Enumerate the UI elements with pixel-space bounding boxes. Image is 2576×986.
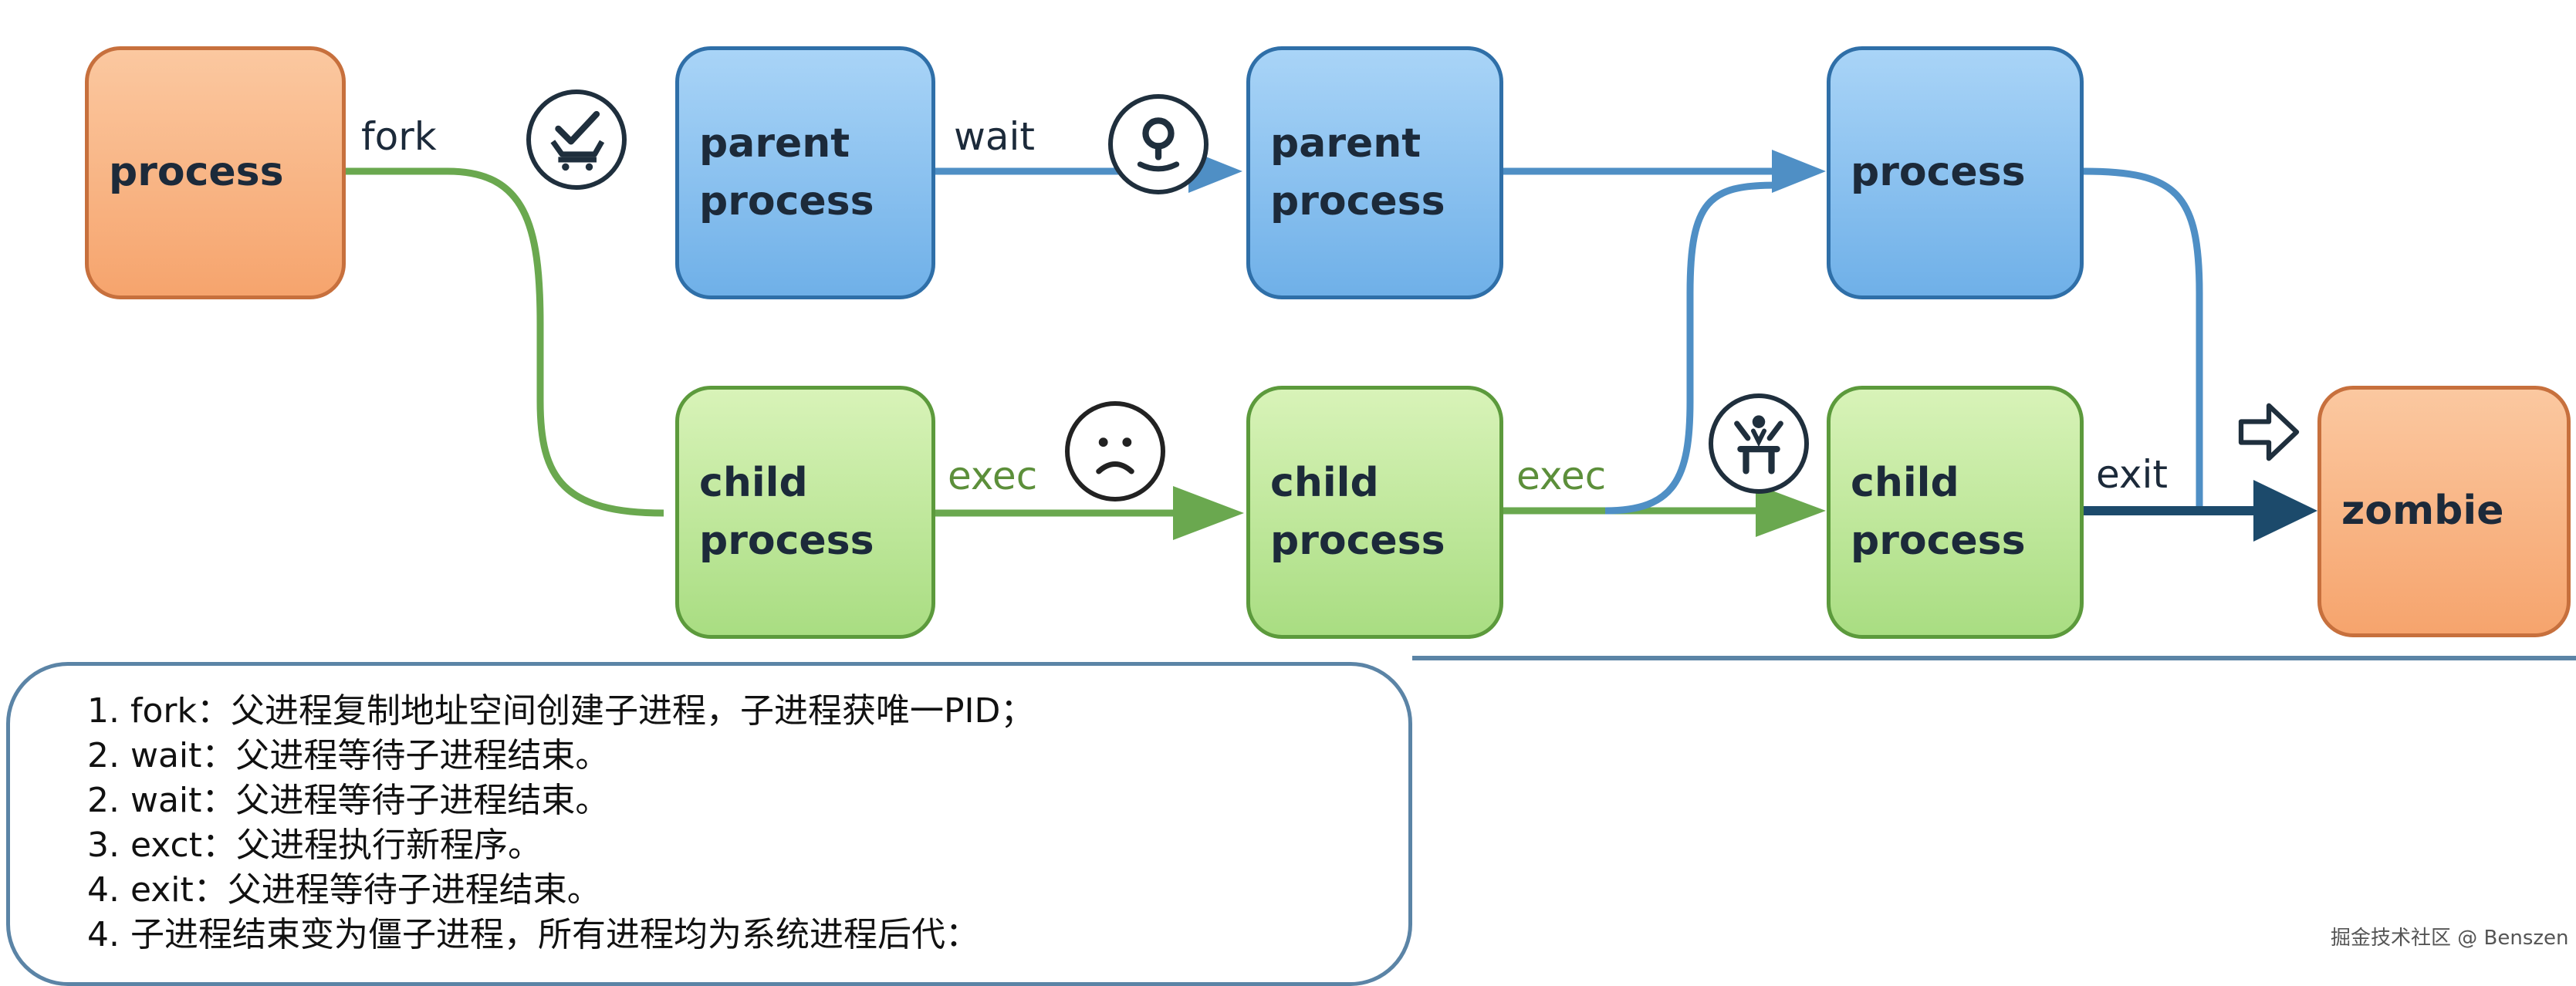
arrow-right-outline-icon <box>2234 397 2304 467</box>
watermark: 掘金技术社区 @ Benszen <box>2331 927 2569 950</box>
parent-to-process-arrowhead <box>1772 150 1826 193</box>
process-start-node: process <box>85 46 346 299</box>
waving-person-icon <box>1709 393 1809 494</box>
process-to-zombie-connector <box>2083 167 2203 509</box>
note-line-1: 1. fork：父进程复制地址空间创建子进程，子进程获唯一PID； <box>87 691 1035 731</box>
fork-label: fork <box>361 114 437 159</box>
exit-arrowhead <box>2253 480 2317 542</box>
fork-connector <box>346 167 664 517</box>
sad-face-icon <box>1065 401 1165 501</box>
wait-label: wait <box>954 114 1036 159</box>
process-top-node: process <box>1827 46 2084 299</box>
note-line-3: 2. wait：父进程等待子进程结束。 <box>87 781 610 820</box>
exit-label: exit <box>2096 452 2168 497</box>
parent-process-node-2: parent process <box>1246 46 1503 299</box>
parent-process-node-1: parent process <box>675 46 935 299</box>
exec-label-1: exec <box>948 454 1038 498</box>
note-line-4: 3. exct：父进程执行新程序。 <box>87 826 542 865</box>
notes-panel: 1. fork：父进程复制地址空间创建子进程，子进程获唯一PID； 2. wai… <box>6 662 1412 986</box>
child-process-node-1: child process <box>675 386 935 639</box>
note-line-6: 4. 子进程结束变为僵子进程，所有进程均为系统进程后代： <box>87 915 979 954</box>
exec-2-arrowhead <box>1756 485 1826 537</box>
note-line-2: 2. wait：父进程等待子进程结束。 <box>87 736 610 775</box>
lightbulb-person-icon <box>1108 94 1209 194</box>
exec-1-arrowhead <box>1173 486 1244 540</box>
zombie-node: zombie <box>2317 386 2571 637</box>
child-process-node-2: child process <box>1246 386 1503 639</box>
note-line-5: 4. exit：父进程等待子进程结束。 <box>87 870 601 910</box>
checkmark-cart-icon <box>526 89 627 190</box>
child-process-node-3: child process <box>1827 386 2084 639</box>
exec-label-2: exec <box>1516 454 1607 498</box>
exec-2-curve-connector <box>1604 181 1776 515</box>
